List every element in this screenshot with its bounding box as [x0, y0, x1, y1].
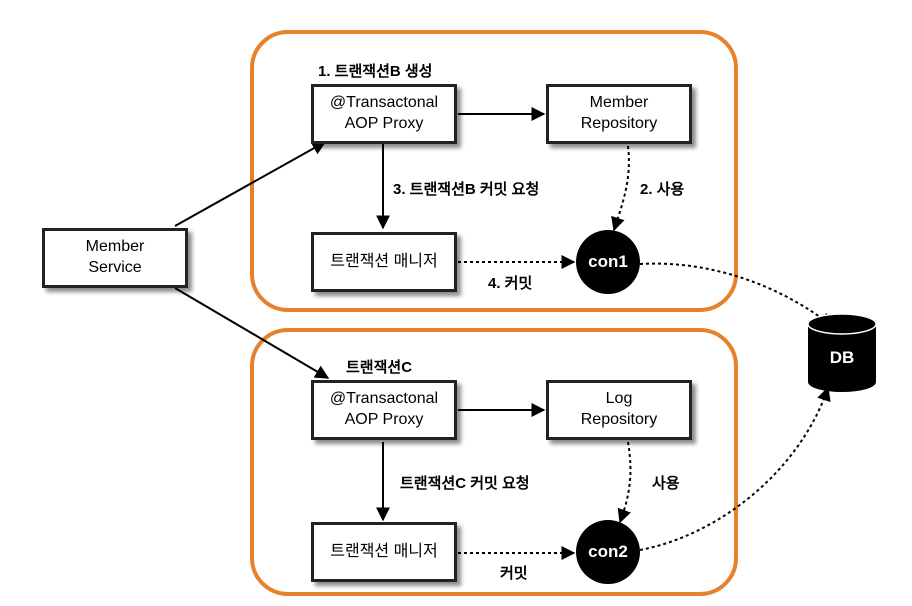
commit-request-c-label: 트랜잭션C 커밋 요청 — [400, 475, 530, 492]
aop-proxy-box-b: @Transactonal AOP Proxy — [311, 84, 457, 144]
arrow-service-to-proxy-c — [174, 287, 330, 379]
commit-label-b: 4. 커밋 — [488, 275, 533, 292]
log-repository-line2: Repository — [580, 411, 658, 428]
tx-manager-c-text: 트랜잭션 매니저 — [330, 542, 438, 560]
transaction-c-title: 트랜잭션C — [346, 359, 413, 376]
member-repository-line2: Repository — [580, 115, 658, 132]
member-repository-box: Member Repository — [546, 84, 692, 144]
transaction-c-group — [250, 328, 738, 596]
transaction-b-title: 1. 트랜잭션B 생성 — [318, 63, 433, 80]
arrow-con1-to-db — [639, 262, 834, 327]
commit-label-c: 커밋 — [500, 565, 528, 582]
aop-proxy-box-c: @Transactonal AOP Proxy — [311, 380, 457, 440]
member-service-box: Member Service — [42, 228, 188, 288]
aop-proxy-b-line2: AOP Proxy — [344, 115, 424, 132]
member-service-line1: Member — [85, 238, 145, 256]
arrow-service-to-proxy-b — [174, 141, 327, 227]
connection-con1: con1 — [576, 230, 640, 294]
tx-manager-box-c: 트랜잭션 매니저 — [311, 522, 457, 582]
aop-proxy-c-line1: @Transactonal — [329, 390, 439, 408]
aop-proxy-c-line2: AOP Proxy — [344, 411, 424, 428]
arrow-member-repo-to-con1 — [611, 145, 630, 232]
arrow-log-repo-to-con2 — [617, 441, 632, 524]
aop-proxy-b-line1: @Transactonal — [329, 94, 439, 112]
commit-request-b-label: 3. 트랜잭션B 커밋 요청 — [393, 181, 540, 198]
db-label: DB — [829, 348, 855, 367]
tx-manager-box-b: 트랜잭션 매니저 — [311, 232, 457, 292]
tx-manager-b-text: 트랜잭션 매니저 — [330, 252, 438, 270]
transaction-b-group — [250, 30, 738, 312]
arrow-con2-to-db — [639, 386, 831, 551]
log-repository-line1: Log — [605, 390, 633, 408]
use-label-c: 사용 — [652, 475, 680, 492]
member-service-line2: Service — [88, 259, 142, 276]
connection-con2: con2 — [576, 520, 640, 584]
member-repository-line1: Member — [589, 94, 649, 112]
log-repository-box: Log Repository — [546, 380, 692, 440]
use-label-b: 2. 사용 — [640, 181, 685, 198]
database-cylinder — [807, 313, 877, 392]
